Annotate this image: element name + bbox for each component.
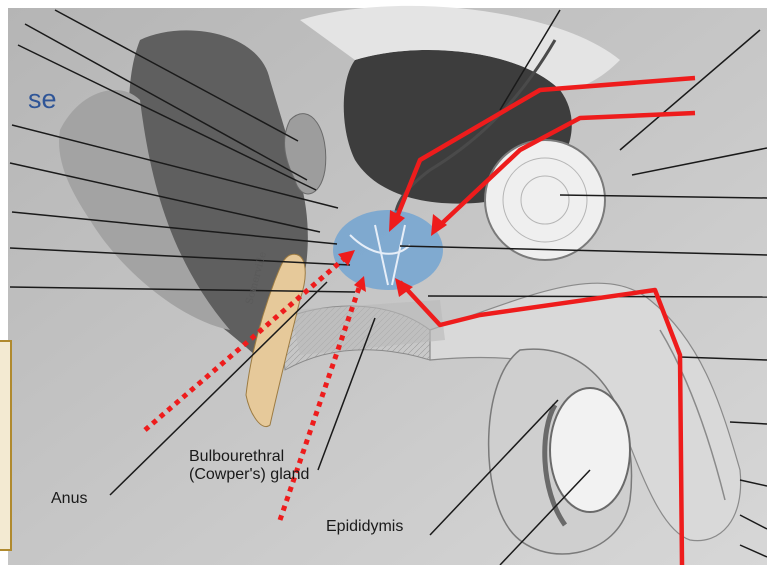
label-epididymis: Epididymis xyxy=(326,518,403,536)
label-line-2: (Cowper's) gland xyxy=(189,466,309,484)
slide-title-fragment: se xyxy=(28,84,57,115)
prostate-highlight xyxy=(333,210,443,290)
testis-shape xyxy=(550,388,630,512)
label-line-1: Bulbourethral xyxy=(189,448,309,466)
label-anus: Anus xyxy=(51,490,87,508)
side-callout-box xyxy=(0,340,12,551)
label-bulbourethral-gland: Bulbourethral (Cowper's) gland xyxy=(189,448,309,484)
